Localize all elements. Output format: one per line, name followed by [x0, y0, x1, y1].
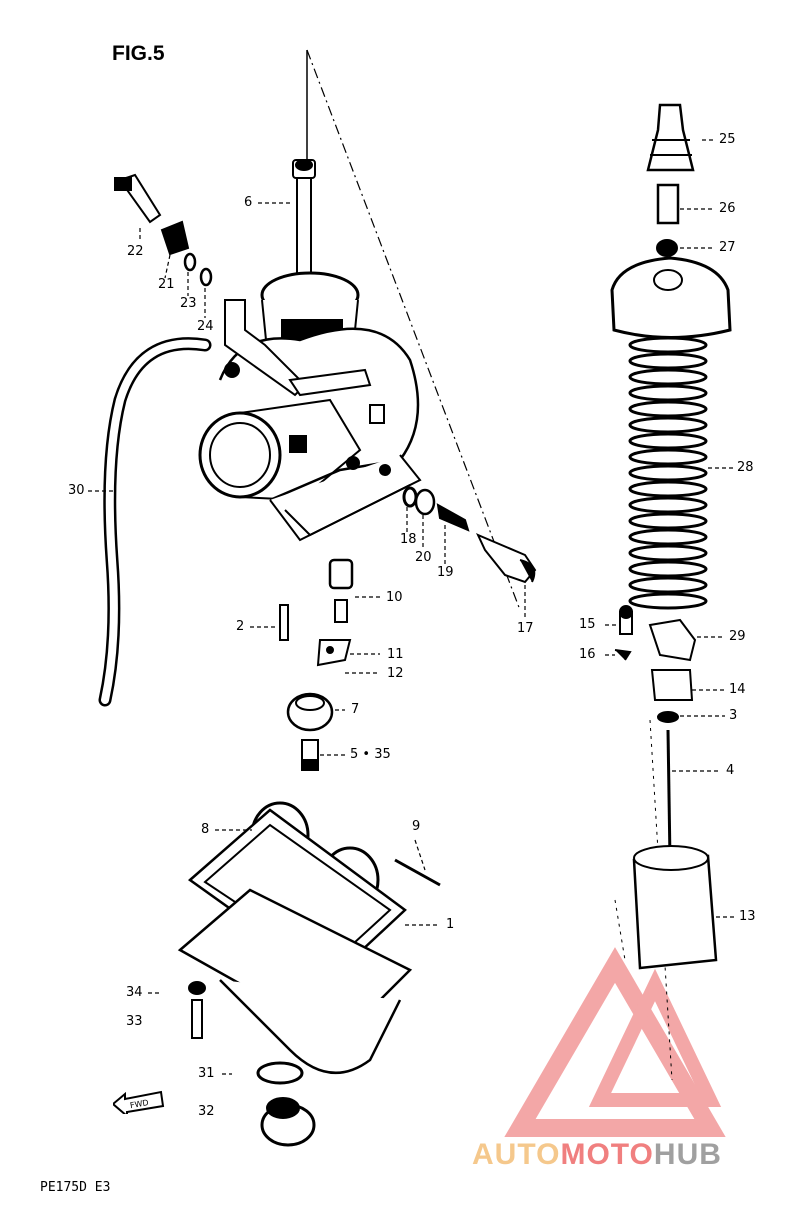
- label-6: 6: [244, 195, 253, 210]
- label-1: 1: [446, 917, 455, 932]
- label-22: 22: [127, 244, 144, 259]
- parts-28-spring-and-cap: [610, 256, 732, 339]
- spring-coil: [628, 368, 708, 386]
- parts-21-24-air-screw: [114, 173, 213, 287]
- spring-coil: [628, 592, 708, 610]
- spring-coil: [628, 496, 708, 514]
- float-bowl-assembly: [177, 801, 441, 1147]
- spring-coil: [628, 352, 708, 370]
- spring-coil: [628, 528, 708, 546]
- label-34: 34: [126, 985, 143, 1000]
- label-10: 10: [386, 590, 403, 605]
- model-code: PE175D E3: [40, 1180, 111, 1195]
- label-4: 4: [726, 763, 735, 778]
- label-11: 11: [387, 647, 404, 662]
- leader-lines: [88, 139, 735, 1075]
- label-24: 24: [197, 319, 214, 334]
- label-25: 25: [719, 132, 736, 147]
- spring-coil: [628, 544, 708, 562]
- label-33: 33: [126, 1014, 143, 1029]
- spring-coil: [628, 464, 708, 482]
- label-17: 17: [517, 621, 534, 636]
- spring-coil: [628, 480, 708, 498]
- label-31: 31: [198, 1066, 215, 1081]
- throttle-slide-assembly: [614, 605, 718, 970]
- watermark-part-moto: MOTO: [560, 1138, 654, 1171]
- label-26: 26: [719, 201, 736, 216]
- spring-coil: [628, 336, 708, 354]
- label-8: 8: [201, 822, 210, 837]
- label-30: 30: [68, 483, 85, 498]
- label-7: 7: [351, 702, 360, 717]
- label-14: 14: [729, 682, 746, 697]
- figure-title: FIG.5: [112, 42, 165, 65]
- spring-coil: [628, 400, 708, 418]
- watermark-logo: [504, 947, 726, 1137]
- label-21: 21: [158, 277, 175, 292]
- label-15: 15: [579, 617, 596, 632]
- spring-coil: [628, 560, 708, 578]
- label-29: 29: [729, 629, 746, 644]
- part-28-throttle-spring: [628, 336, 708, 610]
- label-12: 12: [387, 666, 404, 681]
- label-18: 18: [400, 532, 417, 547]
- label-20: 20: [415, 550, 432, 565]
- spring-coil: [628, 576, 708, 594]
- label-9: 9: [412, 819, 421, 834]
- label-19: 19: [437, 565, 454, 580]
- main-jet-parts: [279, 558, 354, 771]
- forward-mark-text: FWD: [129, 1098, 149, 1110]
- label-16: 16: [579, 647, 596, 662]
- spring-coil: [628, 512, 708, 530]
- label-27: 27: [719, 240, 736, 255]
- label-2: 2: [236, 619, 245, 634]
- parts-25-27-cap-fittings: [646, 103, 695, 257]
- spring-coil: [628, 416, 708, 434]
- part-6-cable-tube: [292, 159, 316, 279]
- watermark-text: AUTOMOTOHUB: [472, 1138, 722, 1172]
- label-3: 3: [729, 708, 738, 723]
- label-28: 28: [737, 460, 754, 475]
- label-23: 23: [180, 296, 197, 311]
- spring-coil: [628, 432, 708, 450]
- parts-17-20-throttle-stop-screw: [402, 486, 537, 584]
- label-32: 32: [198, 1104, 215, 1119]
- watermark-part-auto: AUTO: [472, 1138, 561, 1171]
- label-13: 13: [739, 909, 756, 924]
- spring-coil: [628, 448, 708, 466]
- label-5-35: 5 • 35: [350, 747, 391, 762]
- forward-arrow-icon: FWD: [113, 1090, 165, 1114]
- carburetor-body: [198, 271, 422, 542]
- watermark-part-hub: HUB: [653, 1138, 722, 1171]
- spring-coil: [628, 384, 708, 402]
